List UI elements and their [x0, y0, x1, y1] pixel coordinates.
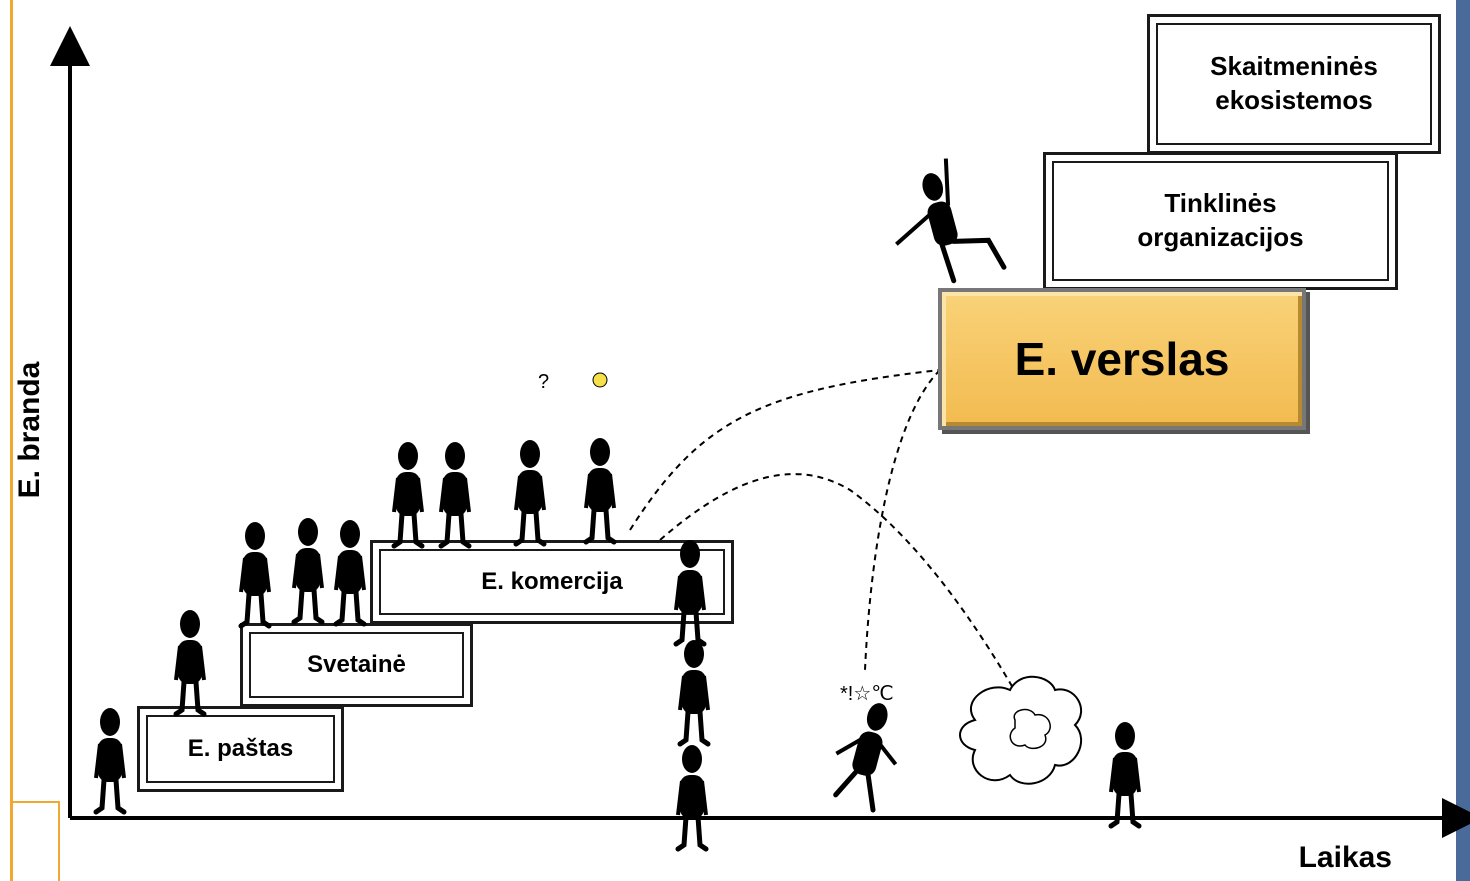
corner-frame-line — [58, 801, 60, 881]
stick-figure — [294, 518, 322, 622]
lightbulb-icon — [592, 372, 608, 388]
x-axis-label: Laikas — [1298, 841, 1392, 874]
step-ekomercija: E. komercija — [370, 540, 734, 624]
tower-figure — [678, 745, 706, 849]
step-skaitmenines: Skaitmeninės ekosistemos — [1147, 14, 1441, 154]
step-epastas: E. paštas — [137, 706, 344, 792]
corner-frame-line — [10, 801, 60, 803]
step-label: Svetainė — [307, 651, 406, 678]
left-frame-line — [10, 0, 13, 881]
stick-figure — [241, 522, 269, 626]
step-label: E. verslas — [1014, 333, 1230, 385]
head-holding-figure — [1111, 722, 1139, 826]
y-axis-label: E. branda — [13, 361, 46, 499]
trajectory-to-everslas — [629, 369, 941, 531]
step-label: E. paštas — [187, 735, 294, 762]
step-everslas: E. verslas — [938, 288, 1306, 430]
explosion-cloud-icon — [959, 675, 1082, 785]
step-svetaine: Svetainė — [240, 623, 473, 707]
tower-figure — [676, 540, 704, 644]
step-tinklines: Tinklinės organizacijos — [1043, 152, 1398, 290]
stick-figure — [336, 520, 364, 624]
right-frame-bar — [1456, 0, 1470, 881]
question-mark-icon: ? — [538, 371, 549, 393]
stick-figure — [176, 610, 204, 714]
trajectory-fall — [864, 369, 941, 671]
thinking-figure — [516, 440, 544, 544]
step-label: E. komercija — [481, 568, 623, 595]
step-label: Tinklinės organizacijos — [1137, 188, 1304, 252]
trajectory-crash — [659, 473, 1021, 701]
stick-figure — [441, 442, 469, 546]
idea-figure — [586, 438, 614, 542]
dizzy-figure — [833, 703, 898, 813]
jumping-figure — [895, 158, 1007, 284]
dizzy-symbols-icon: *!☆℃ — [840, 683, 894, 705]
tower-figure — [680, 640, 708, 744]
stick-figure — [96, 708, 124, 812]
step-label: Skaitmeninės ekosistemos — [1210, 51, 1378, 115]
stick-figure — [394, 442, 422, 546]
